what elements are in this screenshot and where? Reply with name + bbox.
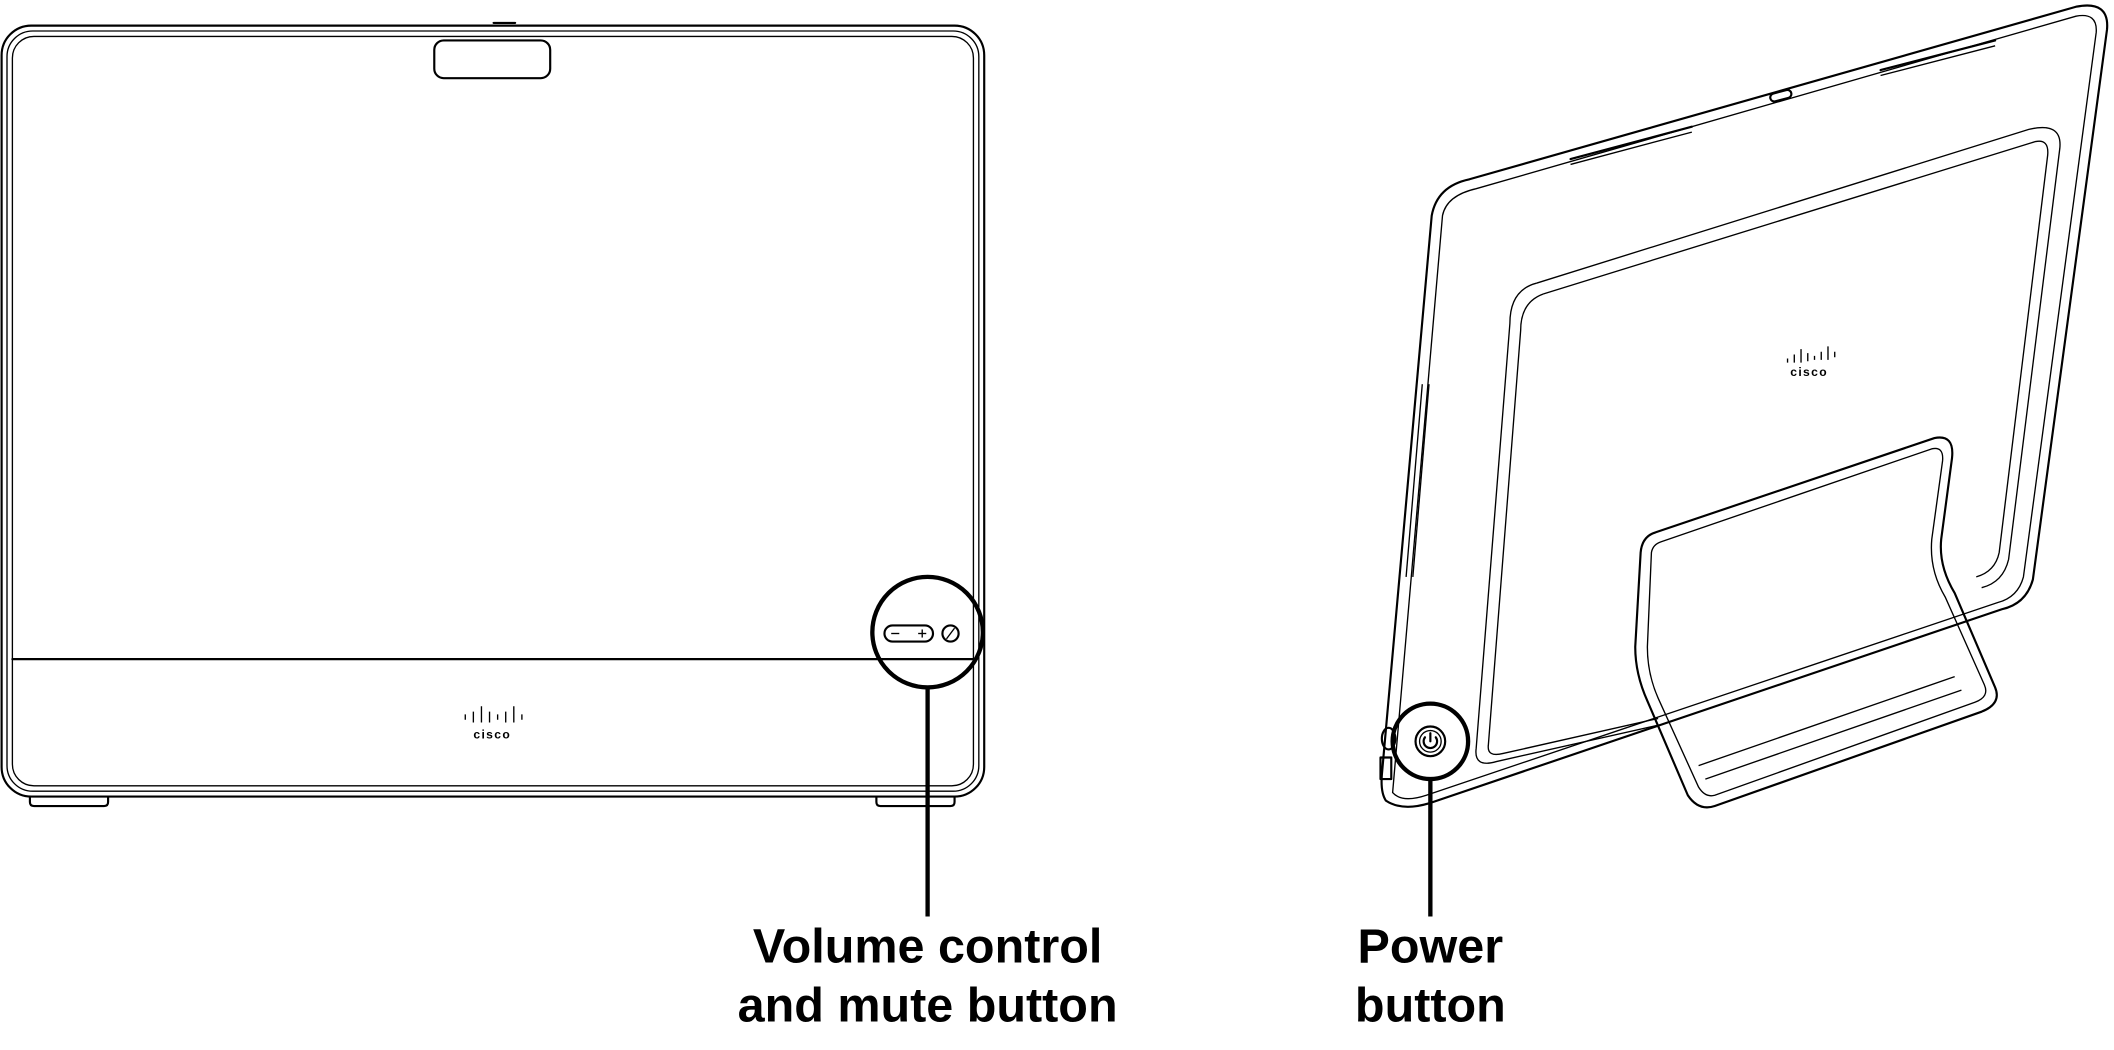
power-button-icon (1414, 725, 1447, 758)
volume-callout-label-line1: Volume control (753, 919, 1103, 973)
volume-callout-label-line2: and mute button (738, 979, 1118, 1033)
front-view-device: cisco (0, 21, 986, 808)
svg-text:cisco: cisco (1790, 365, 1828, 379)
mute-button-icon (941, 624, 960, 643)
usb-port-icon (1379, 756, 1393, 781)
cisco-logo-side: cisco (1786, 346, 1836, 379)
stand (1634, 436, 1998, 809)
camera-housing (433, 39, 552, 80)
volume-control-icon (883, 624, 935, 643)
cisco-logo: cisco (464, 706, 523, 742)
svg-text:cisco: cisco (473, 728, 511, 742)
power-callout-label-line1: Power (1358, 919, 1504, 973)
power-callout: Power button (1355, 701, 1506, 1033)
power-callout-label-line2: button (1355, 979, 1506, 1033)
volume-callout: Volume control and mute button (738, 574, 1118, 1033)
side-view-device: cisco (1379, 4, 2109, 809)
